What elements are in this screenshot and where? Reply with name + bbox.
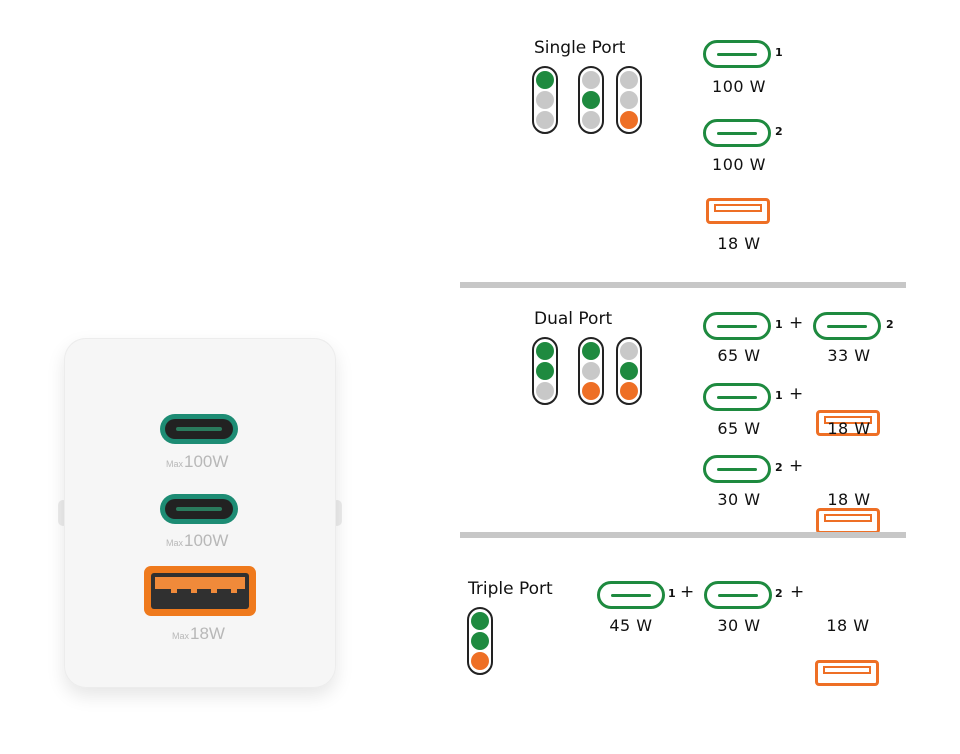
charger-port-1-label: Max100W	[166, 452, 229, 471]
single-watt: 18 W	[717, 234, 761, 253]
led-off-icon	[536, 382, 554, 400]
single-port-heading: Single Port	[534, 38, 626, 58]
dual-port-number: 1	[775, 389, 783, 402]
triple-watt: 18 W	[826, 616, 870, 635]
dual-port-number: 2	[886, 318, 894, 331]
single-usb-a-icon	[706, 198, 770, 224]
single-watt: 100 W	[712, 155, 766, 174]
led-green-icon	[582, 342, 600, 360]
single-watt: 100 W	[712, 77, 766, 96]
dual-watt: 18 W	[827, 490, 871, 509]
triple-port-heading: Triple Port	[468, 579, 553, 599]
dual-watt: 65 W	[717, 419, 761, 438]
single-indicator-column	[578, 66, 604, 134]
led-green-icon	[536, 71, 554, 89]
dual-usb-c-1-icon	[703, 312, 771, 340]
led-off-icon	[536, 111, 554, 129]
led-off-icon	[582, 362, 600, 380]
led-off-icon	[582, 111, 600, 129]
plus-sign: +	[789, 384, 804, 404]
dual-usb-a-icon	[816, 410, 880, 436]
single-port-number: 2	[775, 125, 783, 138]
dual-watt: 65 W	[717, 346, 761, 365]
dual-usb-c-2-icon	[813, 312, 881, 340]
charger-usb-c-port-1	[160, 414, 238, 444]
dual-indicator-column	[578, 337, 604, 405]
led-green-icon	[471, 612, 489, 630]
led-off-icon	[582, 71, 600, 89]
plus-sign: +	[680, 582, 695, 602]
led-green-icon	[620, 362, 638, 380]
triple-port-number: 2	[775, 587, 783, 600]
dual-indicator-column	[532, 337, 558, 405]
triple-usb-c-1-icon	[597, 581, 665, 609]
led-orange-icon	[620, 111, 638, 129]
single-usb-c-1-icon	[703, 40, 771, 68]
charger-side-button-right	[332, 500, 342, 526]
dual-port-heading: Dual Port	[534, 309, 613, 329]
led-off-icon	[536, 91, 554, 109]
led-orange-icon	[620, 382, 638, 400]
charger-usb-a-port	[144, 566, 256, 616]
plus-sign: +	[789, 313, 804, 333]
dual-watt: 30 W	[717, 490, 761, 509]
triple-watt: 45 W	[609, 616, 653, 635]
charger-side-button-left	[58, 500, 68, 526]
charger-port-2-label: Max100W	[166, 531, 229, 550]
dual-usb-c-1-icon	[703, 383, 771, 411]
triple-indicator-column	[467, 607, 493, 675]
led-off-icon	[620, 342, 638, 360]
led-green-icon	[536, 342, 554, 360]
dual-port-number: 1	[775, 318, 783, 331]
single-usb-c-2-icon	[703, 119, 771, 147]
dual-watt: 33 W	[827, 346, 871, 365]
led-green-icon	[536, 362, 554, 380]
dual-watt: 18 W	[827, 419, 871, 438]
single-port-number: 1	[775, 46, 783, 59]
led-off-icon	[620, 91, 638, 109]
single-indicator-column	[532, 66, 558, 134]
section-divider	[460, 532, 906, 538]
led-orange-icon	[471, 652, 489, 670]
single-indicator-column	[616, 66, 642, 134]
triple-watt: 30 W	[717, 616, 761, 635]
dual-indicator-column	[616, 337, 642, 405]
triple-port-number: 1	[668, 587, 676, 600]
dual-usb-c-2-icon	[703, 455, 771, 483]
led-green-icon	[471, 632, 489, 650]
led-green-icon	[582, 91, 600, 109]
led-off-icon	[620, 71, 638, 89]
dual-usb-a-icon	[816, 508, 880, 534]
plus-sign: +	[790, 582, 805, 602]
led-orange-icon	[582, 382, 600, 400]
dual-port-number: 2	[775, 461, 783, 474]
charger-usb-c-port-2	[160, 494, 238, 524]
plus-sign: +	[789, 456, 804, 476]
triple-usb-c-2-icon	[704, 581, 772, 609]
triple-usb-a-icon	[815, 660, 879, 686]
section-divider	[460, 282, 906, 288]
charger-port-3-label: Max18W	[172, 624, 225, 643]
